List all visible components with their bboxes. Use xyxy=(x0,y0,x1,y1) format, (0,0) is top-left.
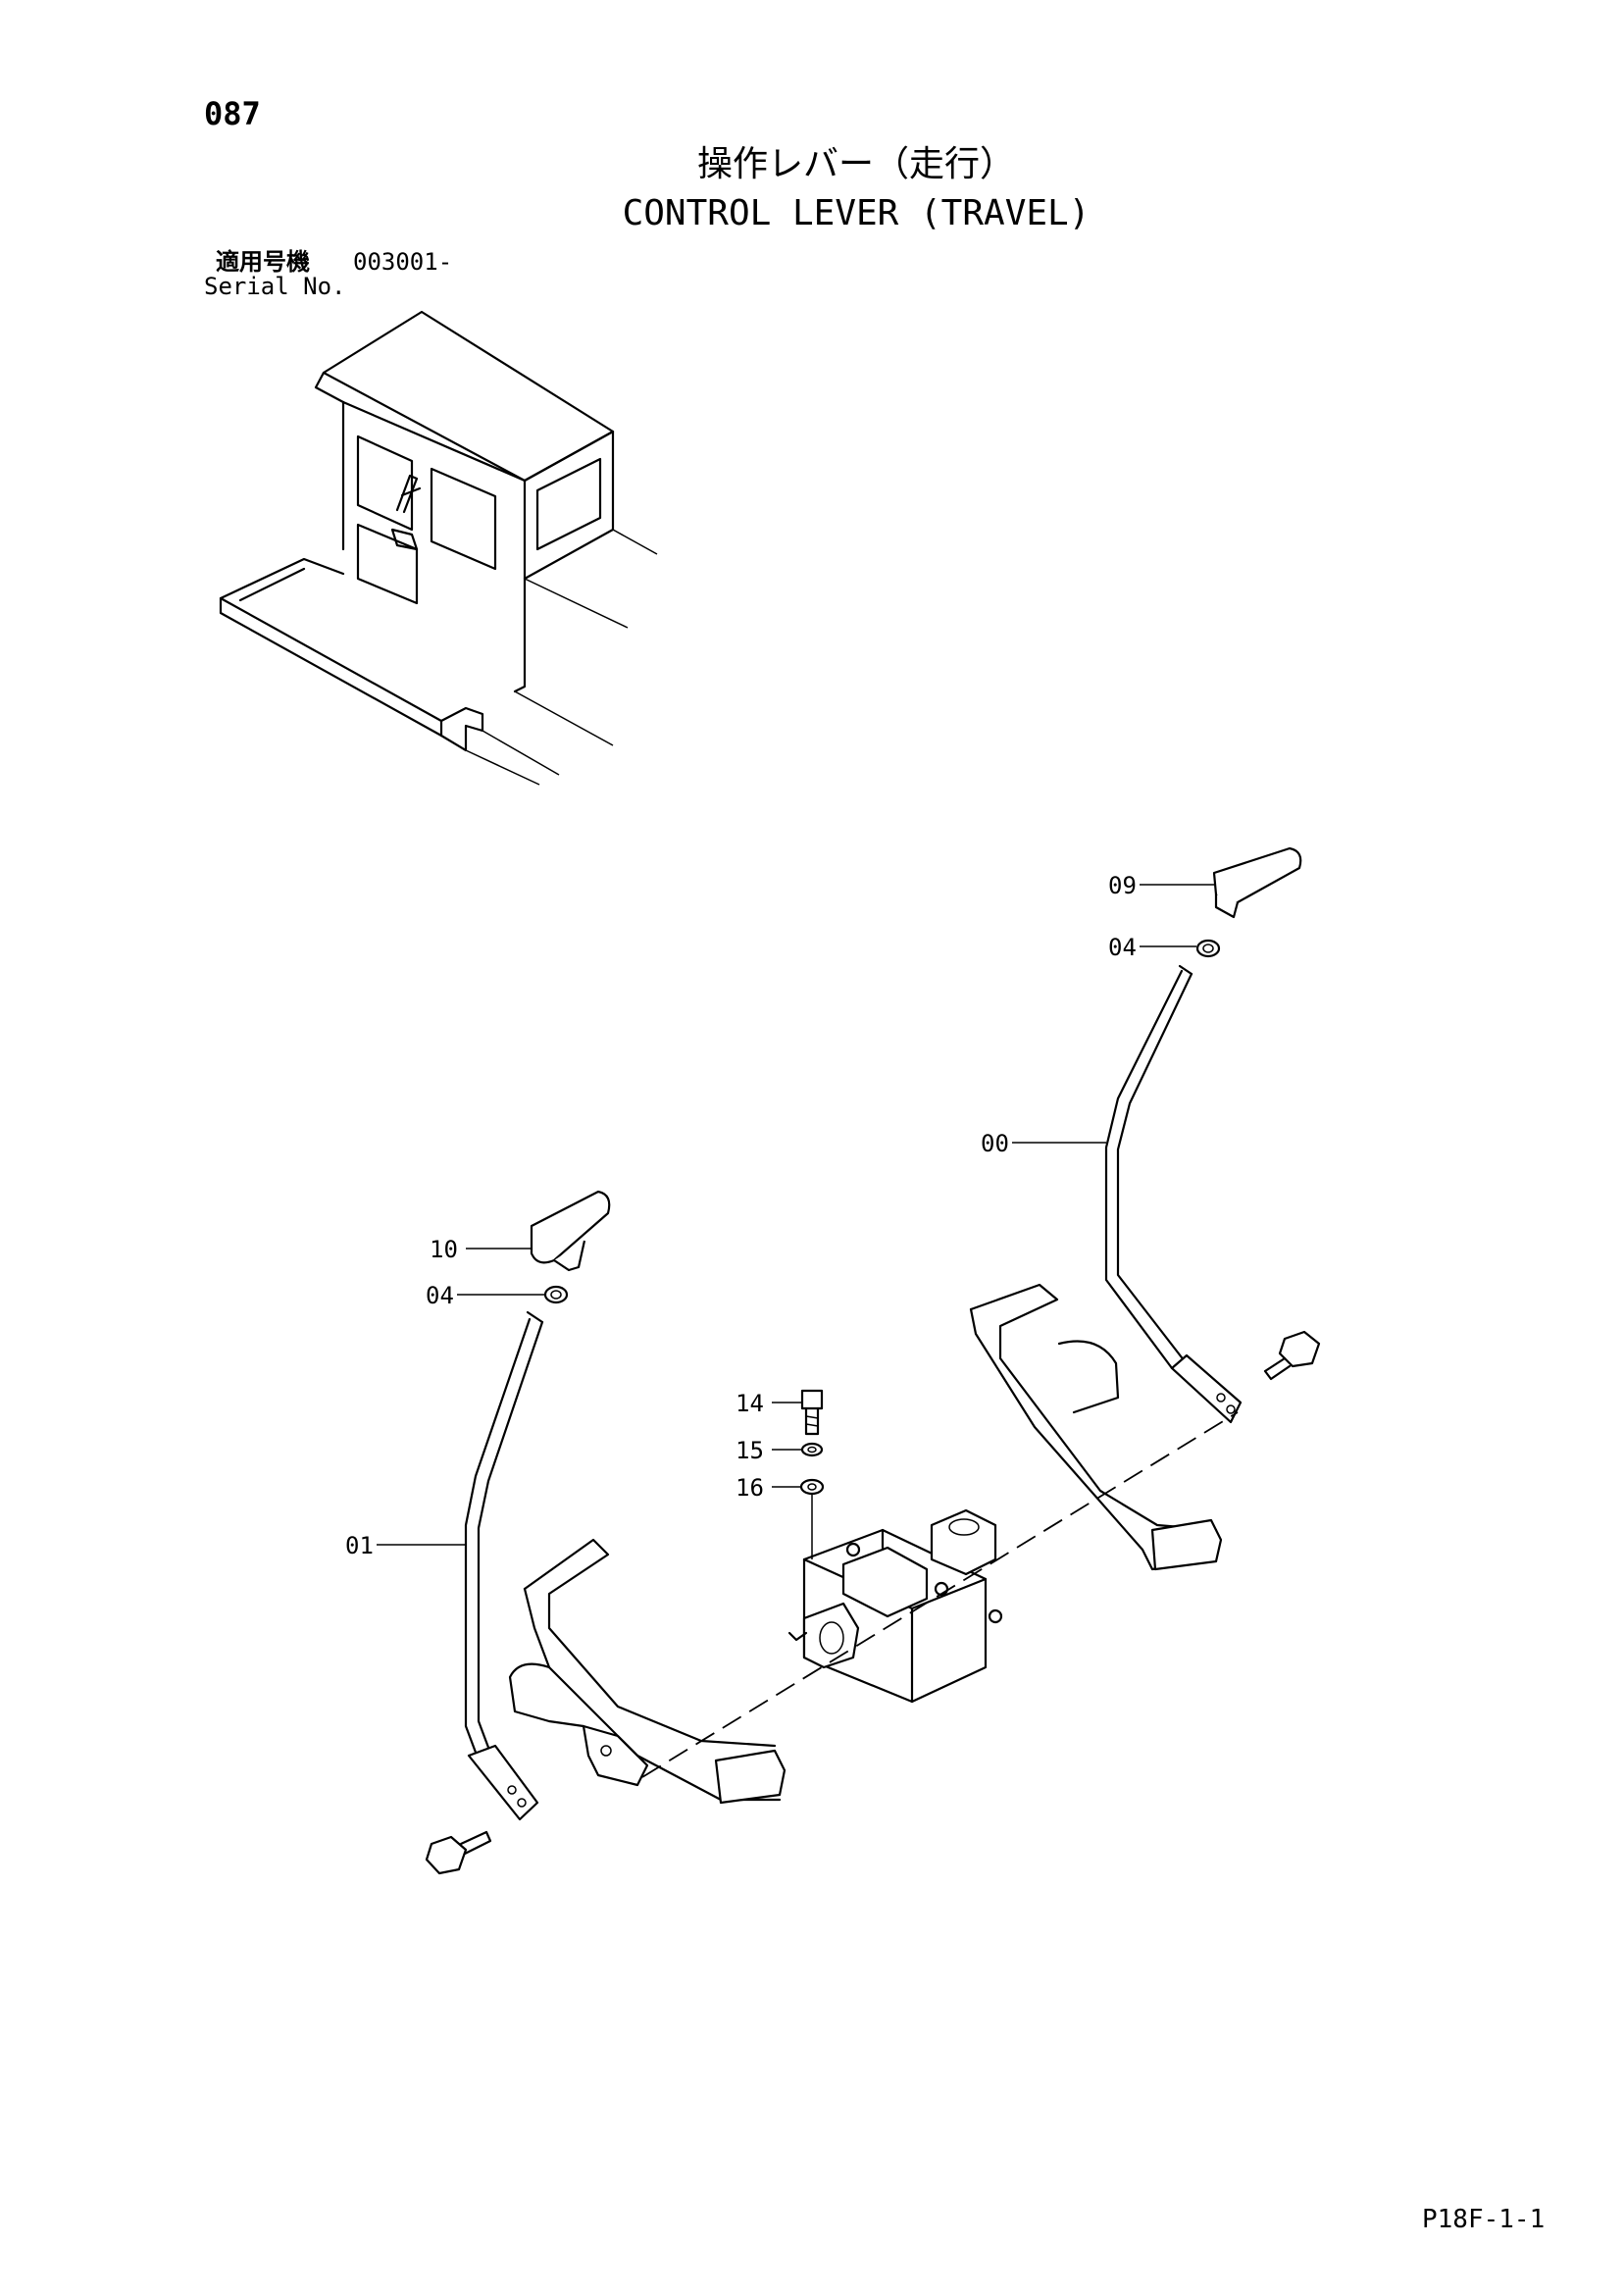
callout-04-left: 04 xyxy=(426,1282,454,1309)
drawing-code: P18F-1-1 xyxy=(1422,2205,1546,2234)
callout-leaders xyxy=(377,884,1214,1559)
title-english: CONTROL LEVER (TRAVEL) xyxy=(622,193,1091,233)
lever-rod-01-shape xyxy=(464,1317,532,1767)
callout-16: 16 xyxy=(736,1474,764,1502)
page-number: 087 xyxy=(204,95,261,132)
nut-04-left-shape xyxy=(543,1285,569,1304)
knob-09-shape xyxy=(1212,846,1302,905)
pivot-axis-dashed-line xyxy=(641,1411,1239,1778)
knob-10-shape xyxy=(530,1190,611,1264)
right-lever-assembly xyxy=(969,846,1321,1571)
cab-locator-illustration xyxy=(219,310,658,786)
callout-10: 10 xyxy=(430,1236,458,1263)
lever-rod-00-shape xyxy=(1104,969,1184,1370)
serial-label-japanese: 適用号機 xyxy=(216,248,310,276)
pilot-valve-assembly xyxy=(787,1389,1003,1704)
callout-14: 14 xyxy=(736,1390,764,1417)
serial-number-value: 003001- xyxy=(353,248,453,276)
callout-00: 00 xyxy=(981,1130,1009,1157)
callout-04-right: 04 xyxy=(1108,934,1137,961)
callout-09: 09 xyxy=(1108,872,1137,899)
nut-04-right-shape xyxy=(1195,939,1221,958)
callout-15: 15 xyxy=(736,1437,764,1464)
callout-01: 01 xyxy=(345,1532,374,1559)
left-lever-assembly xyxy=(425,1190,787,1875)
serial-label-english: Serial No. xyxy=(204,273,346,300)
title-japanese: 操作レバー（走行） xyxy=(696,144,1015,184)
